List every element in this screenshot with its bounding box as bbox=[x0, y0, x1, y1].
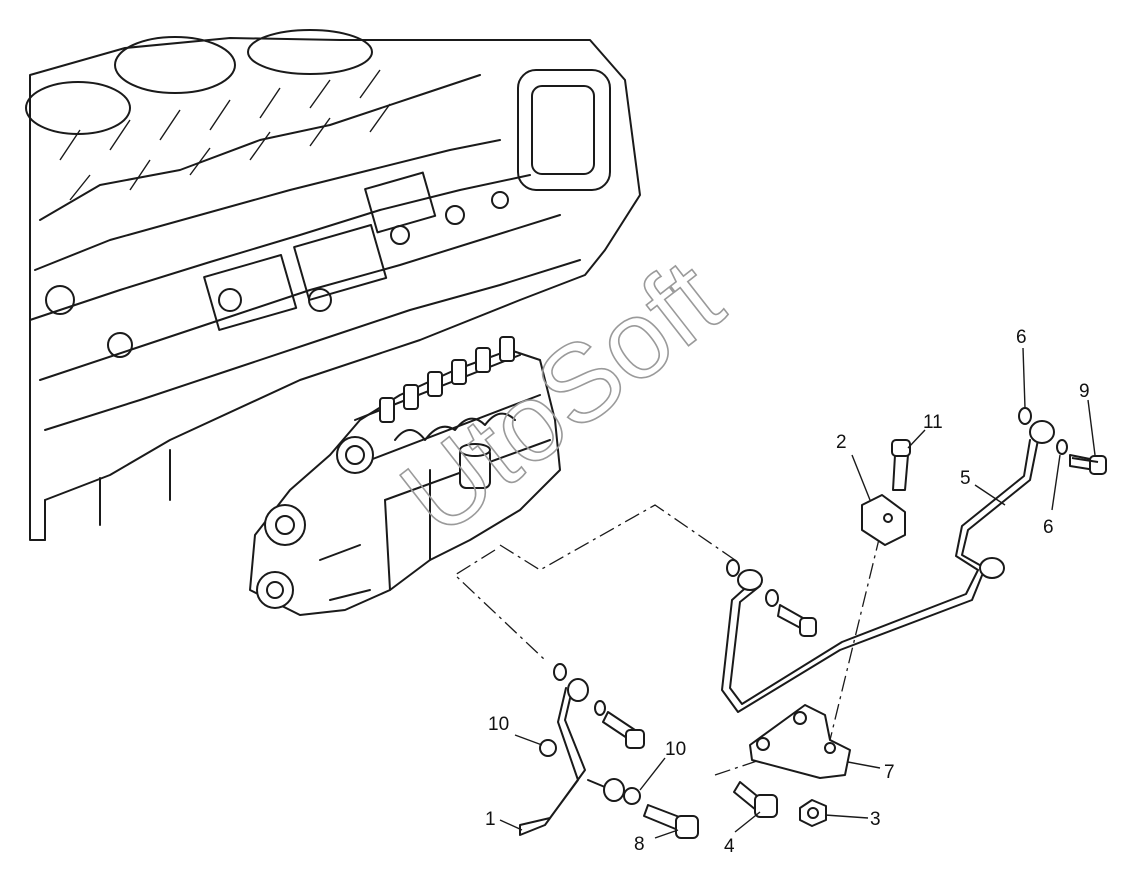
washer-10-left bbox=[539, 739, 557, 757]
clamp-2 bbox=[861, 494, 906, 546]
bracket-7 bbox=[749, 704, 851, 779]
injection-pipe-short bbox=[519, 663, 645, 836]
callout-5: 5 bbox=[960, 468, 971, 489]
injection-pump bbox=[249, 336, 561, 616]
bolt-4 bbox=[733, 781, 778, 818]
callout-6-top: 6 bbox=[1016, 327, 1027, 348]
callout-11: 11 bbox=[923, 412, 943, 433]
callout-9: 9 bbox=[1079, 381, 1090, 402]
bolt-8 bbox=[643, 804, 699, 839]
bolt-9 bbox=[1071, 457, 1099, 463]
callout-4: 4 bbox=[724, 836, 735, 857]
callout-3: 3 bbox=[870, 809, 881, 830]
callouts: 1 2 3 4 5 6 6 7 8 9 10 10 11 bbox=[485, 327, 1090, 857]
callout-10-right: 10 bbox=[665, 739, 686, 760]
callout-10-left: 10 bbox=[488, 714, 509, 735]
callout-8: 8 bbox=[634, 834, 645, 855]
washer-10-right bbox=[623, 787, 641, 805]
engine-block bbox=[25, 29, 641, 541]
callout-7: 7 bbox=[884, 762, 895, 783]
assembly-center-lines bbox=[453, 504, 881, 776]
callout-1: 1 bbox=[485, 809, 496, 830]
callout-2: 2 bbox=[836, 432, 847, 453]
nut-3 bbox=[799, 799, 827, 827]
injection-pipe-long bbox=[721, 420, 1055, 713]
pipe-long-fittings bbox=[726, 407, 1107, 637]
callout-6-bottom: 6 bbox=[1043, 517, 1054, 538]
leader-lines bbox=[499, 347, 1096, 839]
bolt-11 bbox=[891, 439, 911, 491]
